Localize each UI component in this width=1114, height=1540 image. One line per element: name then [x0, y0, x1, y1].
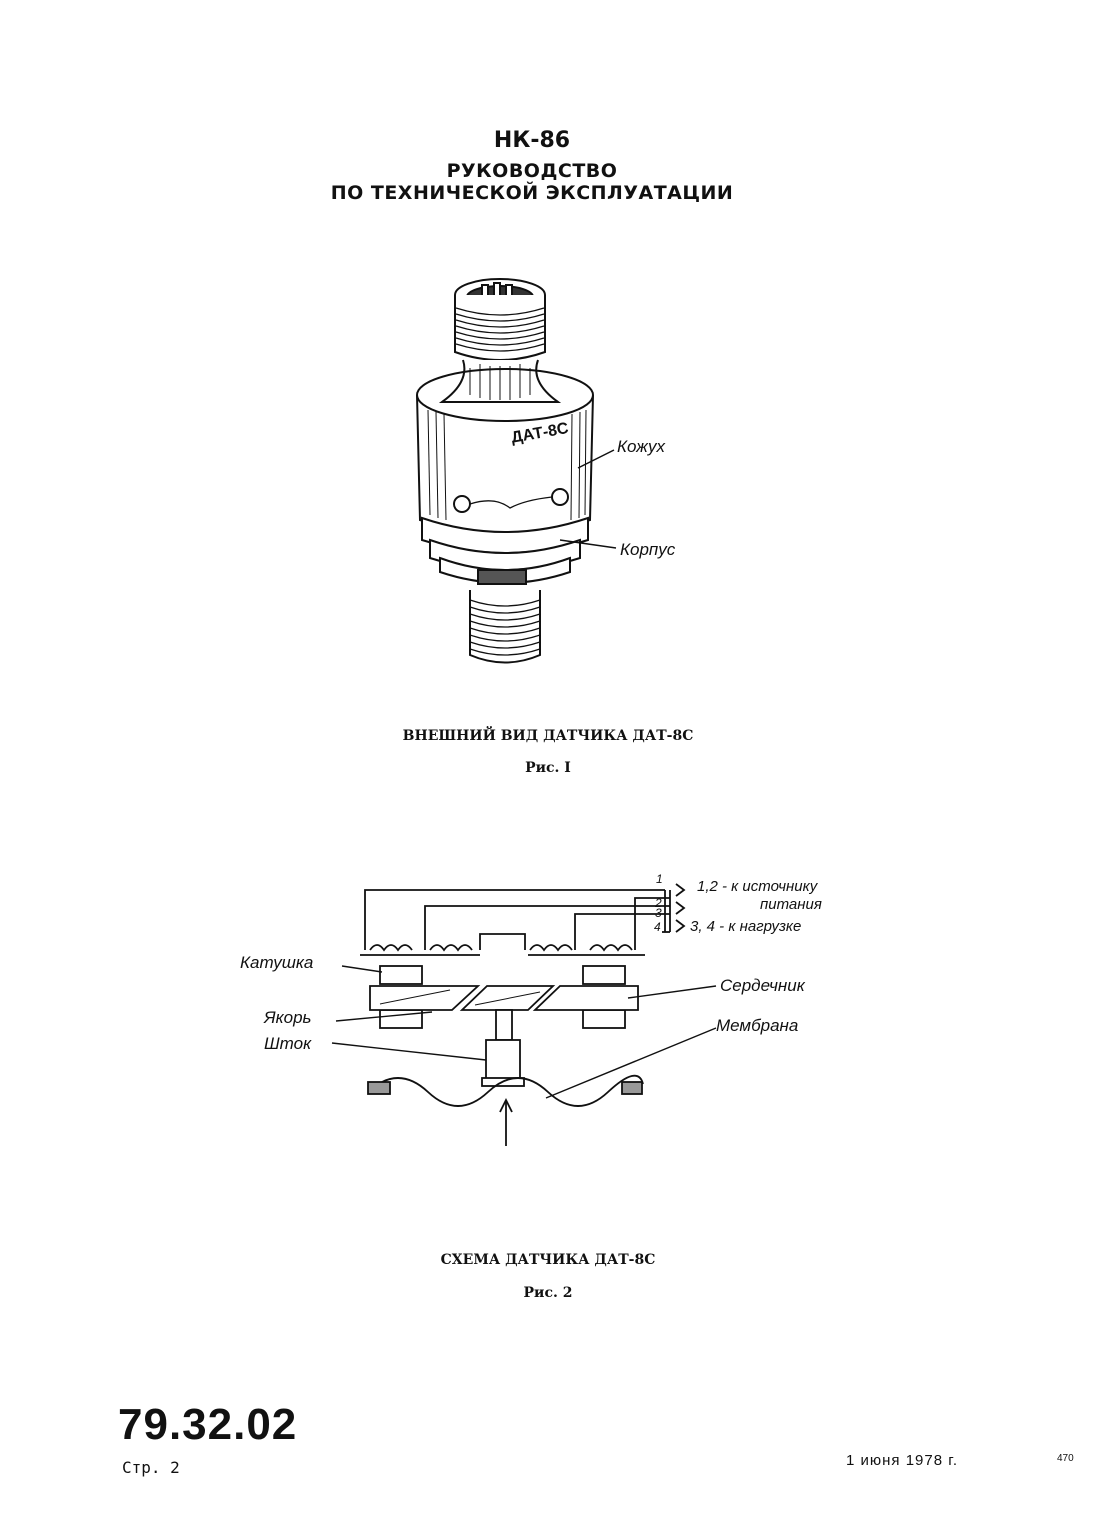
figure2-label: Рис. 2 — [523, 1285, 573, 1301]
sheet-number: 470 — [1057, 1453, 1074, 1464]
terminal-1: 1 — [656, 872, 663, 886]
terminal-3: 3 — [655, 906, 662, 920]
document-title-line2: ПО ТЕХНИЧЕСКОЙ ЭКСПЛУАТАЦИИ — [330, 182, 734, 204]
label-coil: Катушка — [240, 953, 314, 972]
figure1-label: Рис. I — [525, 760, 571, 776]
note-power-line2: питания — [760, 896, 822, 913]
label-rod: Шток — [264, 1034, 312, 1053]
document-number: 79.32.02 — [118, 1400, 298, 1449]
label-body: Корпус — [620, 540, 676, 559]
page-number: Стр. 2 — [122, 1458, 180, 1477]
figure1-caption: ВНЕШНИЙ ВИД ДАТЧИКА ДАТ-8С — [402, 728, 694, 744]
terminal-2: 2 — [655, 896, 662, 910]
terminal-4: 4 — [654, 920, 661, 934]
document-code: НК-86 — [493, 128, 571, 153]
label-core: Сердечник — [720, 976, 805, 995]
label-cover: Кожух — [617, 437, 665, 456]
note-power-line1: 1,2 - к источнику — [697, 878, 818, 895]
label-armature: Якорь — [264, 1008, 312, 1027]
document-title-line1: РУКОВОДСТВО — [446, 160, 618, 182]
note-load: 3, 4 - к нагрузке — [690, 918, 802, 935]
revision-date: 1 июня 1978 г. — [846, 1452, 959, 1469]
label-membrane: Мембрана — [716, 1016, 799, 1035]
figure2-caption: СХЕМА ДАТЧИКА ДАТ-8С — [440, 1252, 656, 1268]
